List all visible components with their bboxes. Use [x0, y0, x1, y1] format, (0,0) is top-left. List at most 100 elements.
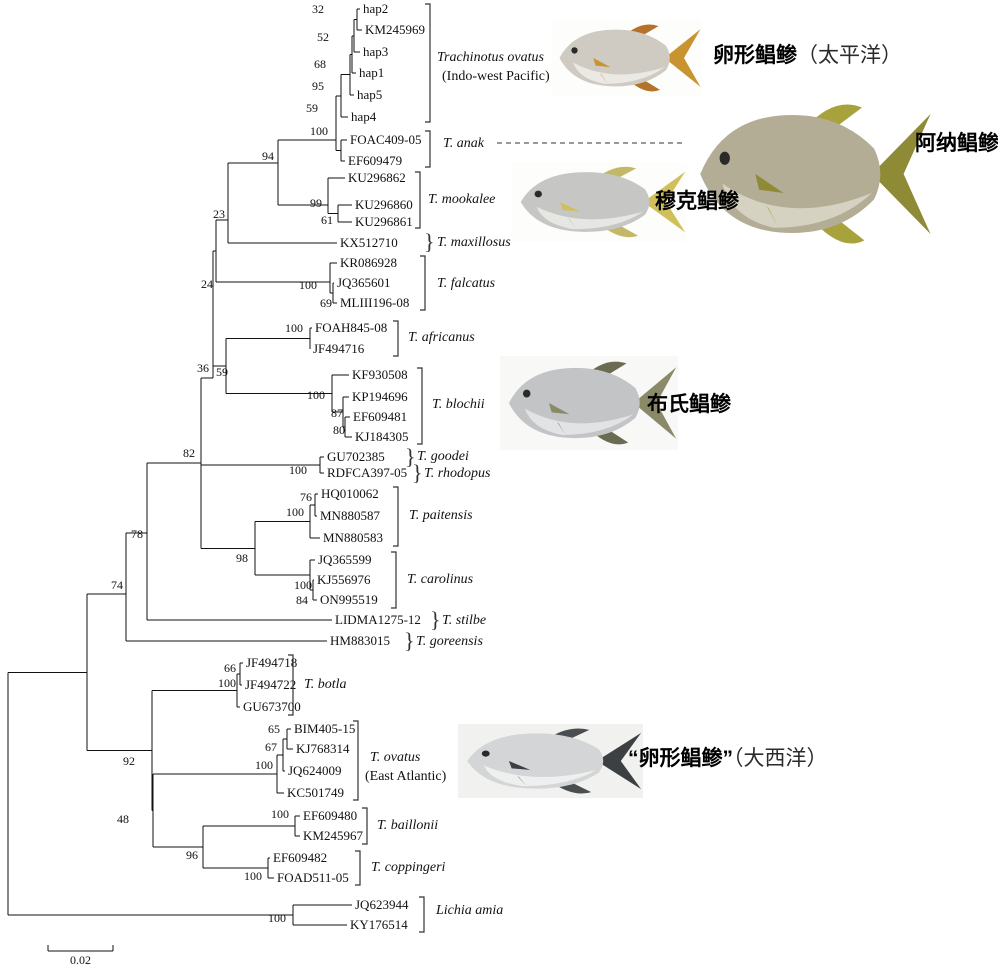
species-label: Lichia amia — [435, 903, 503, 918]
pectoral-fin — [508, 761, 531, 770]
label-ovatus-pacific-cn: 卵形鲳鲹（太平洋） — [713, 43, 902, 67]
tip-label-FOAD511-05: FOAD511-05 — [277, 870, 349, 885]
species-label: Trachinotus ovatus — [437, 50, 545, 65]
fish-eye — [571, 47, 578, 54]
clade-brace: } — [412, 460, 423, 485]
species-label: T. blochii — [432, 397, 485, 412]
bootstrap-value: 92 — [123, 754, 135, 768]
tip-label-hap4: hap4 — [351, 109, 377, 124]
tip-label-EF609481: EF609481 — [353, 409, 407, 424]
bootstrap-value: 100 — [294, 578, 312, 592]
trachinotus-ovatus-pacific-photo — [552, 20, 702, 96]
bootstrap-value: 59 — [216, 365, 228, 379]
tip-label-LIDMA1275-12: LIDMA1275-12 — [335, 612, 421, 627]
species-label: T. baillonii — [377, 818, 438, 833]
clade-bracket — [420, 255, 426, 311]
tip-label-KJ556976: KJ556976 — [317, 572, 371, 587]
species-label: T. carolinus — [407, 572, 474, 587]
tip-label-EF609480: EF609480 — [303, 808, 357, 823]
clade-bracket — [419, 896, 425, 933]
tip-label-KF930508: KF930508 — [352, 367, 408, 382]
tip-label-KY176514: KY176514 — [350, 917, 408, 932]
trachinotus-anak-photo — [688, 95, 933, 253]
species-label: T. falcatus — [437, 276, 496, 291]
tip-label-KP194696: KP194696 — [352, 389, 408, 404]
fish-eye — [534, 190, 542, 198]
clade-bracket — [391, 551, 397, 609]
label-blochii-cn: 布氏鲳鲹 — [647, 392, 731, 416]
bootstrap-value: 100 — [268, 911, 286, 925]
bootstrap-value: 74 — [111, 578, 123, 592]
bootstrap-value: 99 — [310, 196, 322, 210]
belly-highlight — [524, 408, 634, 435]
bootstrap-value: 78 — [131, 527, 143, 541]
species-label: T. rhodopus — [424, 466, 491, 481]
bootstrap-value: 100 — [289, 463, 307, 477]
caudal-fin — [633, 367, 677, 439]
tip-label-JF494718: JF494718 — [246, 655, 297, 670]
bootstrap-value: 100 — [299, 278, 317, 292]
bootstrap-value: 80 — [333, 423, 345, 437]
bootstrap-value: 100 — [307, 388, 325, 402]
clade-brace: } — [404, 628, 415, 653]
pelvic-fin — [766, 205, 779, 228]
belly-highlight — [722, 183, 872, 228]
tip-label-JQ624009: JQ624009 — [288, 763, 341, 778]
bootstrap-value: 100 — [271, 807, 289, 821]
bootstrap-value: 61 — [321, 213, 333, 227]
tip-label-KJ184305: KJ184305 — [355, 429, 408, 444]
bootstrap-value: 98 — [236, 551, 248, 565]
tip-label-KR086928: KR086928 — [340, 255, 397, 270]
belly-highlight — [483, 765, 597, 787]
clade-bracket — [393, 486, 399, 547]
species-label: (Indo-west Pacific) — [442, 69, 550, 84]
bootstrap-value: 65 — [268, 722, 280, 736]
clade-bracket — [417, 367, 423, 445]
tip-label-KM245969: KM245969 — [365, 22, 425, 37]
species-label: T. goodei — [417, 449, 469, 464]
species-label: T. mookalee — [428, 192, 495, 207]
tip-label-KX512710: KX512710 — [340, 235, 398, 250]
tip-label-GU673700: GU673700 — [243, 699, 301, 714]
clade-bracket — [353, 720, 359, 801]
tip-label-KM245967: KM245967 — [303, 828, 363, 843]
bootstrap-value: 87 — [331, 406, 343, 420]
pelvic-fin — [517, 775, 527, 787]
bootstrap-value: 96 — [186, 848, 198, 862]
bootstrap-value: 76 — [300, 490, 312, 504]
tip-label-hap2: hap2 — [363, 1, 388, 16]
bootstrap-value: 66 — [224, 661, 236, 675]
clade-bracket — [355, 850, 361, 886]
bootstrap-value: 100 — [255, 758, 273, 772]
tip-label-hap5: hap5 — [357, 87, 382, 102]
belly-highlight — [536, 206, 644, 230]
tip-label-KC501749: KC501749 — [287, 785, 344, 800]
caudal-fin — [871, 113, 931, 235]
tip-label-hap3: hap3 — [363, 44, 388, 59]
bootstrap-value: 36 — [197, 361, 209, 375]
tip-label-GU702385: GU702385 — [327, 449, 385, 464]
tip-label-HQ010062: HQ010062 — [321, 486, 379, 501]
label-mookalee-cn: 穆克鲳鲹 — [655, 189, 739, 213]
bootstrap-value: 48 — [117, 812, 129, 826]
clade-bracket — [393, 320, 399, 357]
label-anak-cn: 阿纳鲳鲹 — [915, 131, 998, 155]
tip-label-BIM405-15: BIM405-15 — [294, 721, 355, 736]
caudal-fin — [596, 732, 642, 790]
tip-label-ON995519: ON995519 — [320, 592, 378, 607]
tip-label-KJ768314: KJ768314 — [296, 741, 350, 756]
species-label: T. maxillosus — [437, 235, 511, 250]
tip-label-RDFCA397-05: RDFCA397-05 — [327, 465, 407, 480]
trachinotus-ovatus-atlantic-photo — [458, 724, 643, 798]
bootstrap-value: 95 — [312, 79, 324, 93]
clade-bracket — [288, 654, 294, 716]
tip-label-MN880587: MN880587 — [320, 508, 380, 523]
species-label: T. stilbe — [442, 613, 486, 628]
bootstrap-value: 24 — [201, 277, 213, 291]
bootstrap-value: 23 — [213, 207, 225, 221]
bootstrap-value: 68 — [314, 57, 326, 71]
bootstrap-value: 67 — [265, 740, 277, 754]
clade-brace: } — [430, 607, 441, 632]
clade-bracket — [415, 171, 421, 229]
